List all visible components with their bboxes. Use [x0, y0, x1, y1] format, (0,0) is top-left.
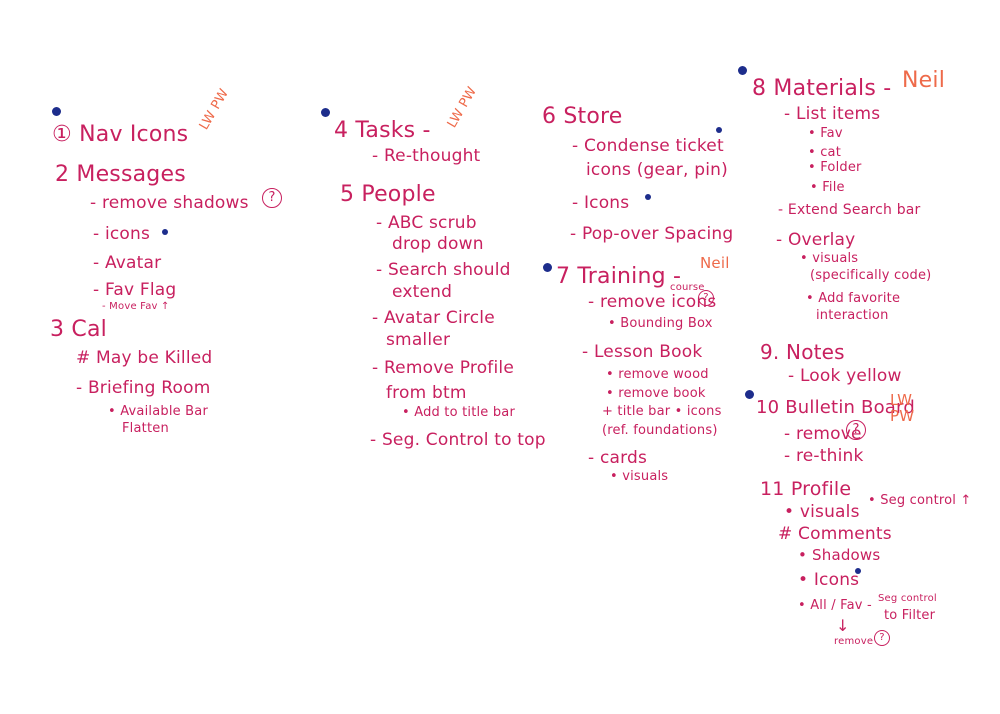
training-ref-foundations: (ref. foundations) — [602, 423, 718, 438]
item-materials: 8 Materials - — [752, 76, 892, 101]
profile-all-fav: • All / Fav - — [798, 598, 872, 613]
materials-folder: • Folder — [808, 160, 862, 175]
marker-dot — [738, 66, 747, 75]
materials-list-items: - List items — [784, 104, 881, 124]
marker-dot — [162, 229, 168, 235]
cal-flatten: Flatten — [122, 421, 169, 436]
people-add-title-bar: • Add to title bar — [402, 405, 515, 420]
training-remove-wood: • remove wood — [606, 367, 709, 382]
cal-briefing-room: - Briefing Room — [76, 378, 211, 398]
item-profile: 11 Profile — [760, 478, 852, 500]
training-bounding-box: • Bounding Box — [608, 316, 713, 331]
cal-available-bar: • Available Bar — [108, 404, 209, 419]
training-remove-book: • remove book — [606, 386, 706, 401]
tag-neil: Neil — [902, 68, 946, 93]
question-mark: ? — [694, 288, 714, 308]
down-arrow-icon: ↓ — [836, 616, 850, 635]
training-cards: - cards — [588, 448, 648, 468]
profile-icons: • Icons — [798, 570, 860, 590]
training-visuals: • visuals — [610, 469, 669, 484]
materials-add-favorite: • Add favorite — [806, 291, 901, 306]
messages-avatar: - Avatar — [93, 253, 162, 273]
messages-remove-shadows: - remove shadows — [90, 193, 249, 213]
marker-dot — [645, 194, 651, 200]
messages-move-fav: - Move Fav ↑ — [102, 301, 170, 312]
profile-comments: # Comments — [778, 524, 892, 544]
materials-overlay: - Overlay — [776, 230, 856, 250]
materials-interaction: interaction — [816, 308, 889, 323]
profile-seg-control: • Seg control ↑ — [868, 493, 972, 508]
item-training: 7 Training - — [556, 264, 682, 289]
people-drop-down: drop down — [392, 234, 484, 254]
question-mark: ? — [258, 188, 282, 208]
item-cal: 3 Cal — [50, 317, 107, 342]
question-mark: ? — [842, 420, 866, 440]
marker-dot — [745, 390, 754, 399]
tag-neil: Neil — [700, 254, 730, 272]
profile-to-filter: to Filter — [884, 608, 936, 623]
people-extend: extend — [392, 282, 453, 302]
people-from-btm: from btm — [386, 383, 467, 403]
item-bulletin-board: 10 Bulletin Board — [756, 397, 915, 418]
people-smaller: smaller — [386, 330, 451, 350]
tag-lw-pw: LW PW — [196, 86, 233, 133]
marker-dot — [716, 127, 722, 133]
training-remove-icons: - remove icons — [588, 292, 717, 312]
tag-lw-pw: LW PW — [890, 391, 915, 425]
question-mark: ? — [870, 630, 890, 646]
profile-shadows: • Shadows — [798, 546, 881, 564]
people-search-extend: - Search should — [376, 260, 511, 280]
store-pop-over-spacing: - Pop-over Spacing — [570, 224, 734, 244]
item-people: 5 People — [340, 182, 436, 207]
item-notes: 9. Notes — [760, 340, 845, 364]
bulletin-re-think: - re-think — [784, 446, 864, 466]
store-icons: - Icons — [572, 193, 630, 213]
materials-file: • File — [810, 180, 845, 195]
people-seg-control: - Seg. Control to top — [370, 430, 546, 450]
materials-specifically-code: (specifically code) — [810, 268, 932, 283]
training-lesson-book: - Lesson Book — [582, 342, 703, 362]
item-store: 6 Store — [542, 104, 623, 129]
store-condense-ticket: - Condense ticket — [572, 136, 724, 156]
messages-icons: - icons — [93, 224, 151, 244]
materials-extend-search: - Extend Search bar — [778, 202, 921, 218]
cal-may-be-killed: # May be Killed — [76, 348, 213, 368]
item-tasks: 4 Tasks - — [334, 118, 431, 143]
people-abc-scrub: - ABC scrub — [376, 213, 477, 233]
tag-lw-pw: LW PW — [444, 84, 481, 131]
marker-dot — [543, 263, 552, 272]
item-nav-icons: ① Nav Icons — [52, 122, 189, 147]
marker-dot — [321, 108, 330, 117]
notes-look-yellow: - Look yellow — [788, 366, 902, 386]
training-title-bar-icons: + title bar • icons — [602, 404, 722, 419]
profile-seg-control-filter: Seg control — [878, 593, 937, 604]
tasks-re-thought: - Re-thought — [372, 146, 481, 166]
messages-fav-flag: - Fav Flag — [93, 280, 177, 300]
materials-fav: • Fav — [808, 126, 843, 141]
bulletin-remove: - remove — [784, 424, 862, 444]
people-avatar-circle: - Avatar Circle — [372, 308, 495, 328]
marker-dot — [855, 568, 861, 574]
item-messages: 2 Messages — [55, 162, 186, 187]
materials-visuals: • visuals — [800, 251, 859, 266]
materials-cat: • cat — [808, 145, 842, 160]
profile-remove: remove — [834, 636, 874, 647]
profile-visuals: • visuals — [784, 502, 860, 522]
store-icons-gear-pin: icons (gear, pin) — [586, 160, 728, 180]
people-remove-profile: - Remove Profile — [372, 358, 514, 378]
marker-dot — [52, 107, 61, 116]
training-course: course — [670, 282, 705, 293]
